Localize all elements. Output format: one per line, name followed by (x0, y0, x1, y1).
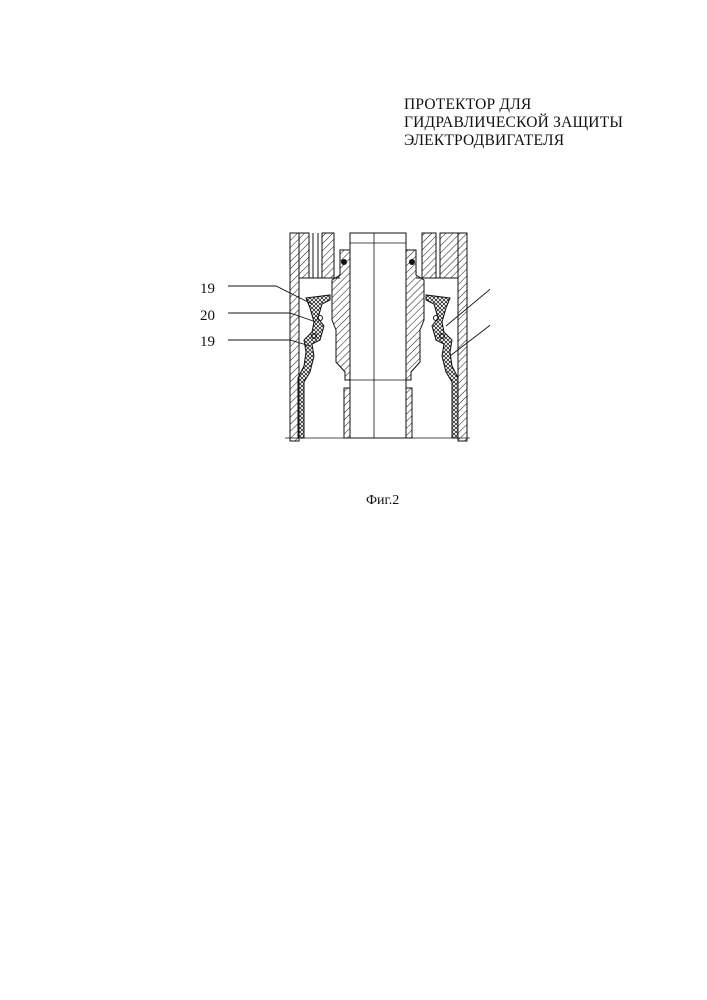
upper-right-block (416, 233, 458, 278)
bellows-left (298, 295, 330, 438)
title-line-1: ПРОТЕКТОР ДЛЯ (404, 96, 684, 114)
central-shaft (350, 233, 406, 438)
hub-left (332, 250, 350, 438)
label-19-bottom: 19 (200, 334, 215, 350)
title-line-2: ГИДРАВЛИЧЕСКОЙ ЗАЩИТЫ (404, 114, 684, 132)
title-line-3: ЭЛЕКТРОДВИГАТЕЛЯ (404, 132, 684, 150)
bellows-right (426, 295, 458, 438)
technical-drawing: 19 20 19 15 18 (190, 225, 490, 450)
label-19-top: 19 (200, 281, 215, 297)
label-20: 20 (200, 308, 215, 324)
hub-right (406, 250, 424, 438)
housing-right-wall (458, 233, 467, 441)
figure-caption: Фиг.2 (366, 493, 399, 509)
upper-left-block (299, 233, 340, 278)
document-title: ПРОТЕКТОР ДЛЯ ГИДРАВЛИЧЕСКОЙ ЗАЩИТЫ ЭЛЕК… (404, 96, 684, 150)
